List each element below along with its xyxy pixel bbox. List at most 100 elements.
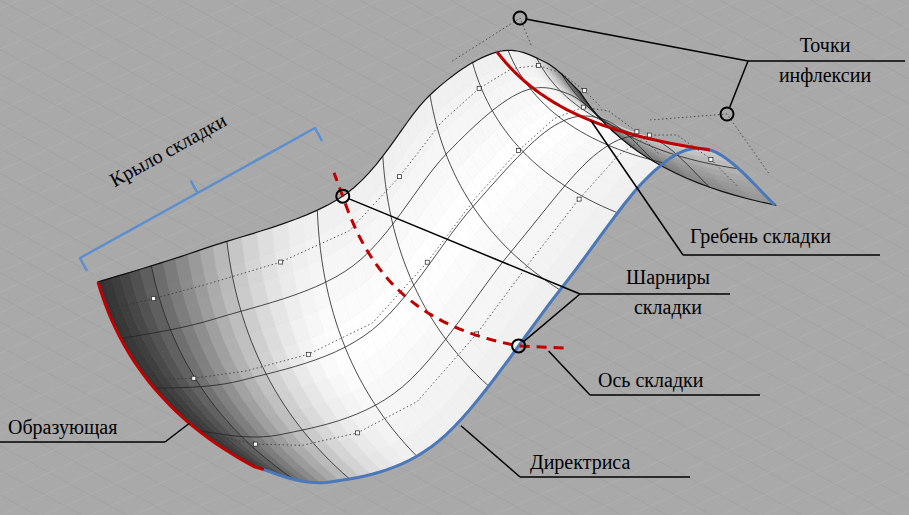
- grid-line: [90, 0, 909, 515]
- leader-line: [520, 476, 690, 478]
- control-point: [279, 260, 283, 264]
- directrix-curve: [263, 148, 775, 482]
- leader-line: [524, 294, 580, 341]
- grid-line: [45, 0, 909, 515]
- label-wrap: Крыло складки: [105, 108, 230, 192]
- wing-bracket: [80, 128, 322, 271]
- leader-line: [591, 121, 683, 255]
- control-point: [581, 105, 585, 109]
- control-point: [152, 297, 156, 301]
- marker-circle: [721, 108, 734, 121]
- control-point: [635, 130, 639, 134]
- control-point: [477, 86, 481, 90]
- grid-line: [90, 0, 909, 515]
- leader-line: [349, 199, 580, 294]
- leader-line: [683, 254, 880, 256]
- control-point: [648, 133, 652, 137]
- grid-line: [0, 0, 570, 515]
- grid-line: [900, 0, 909, 515]
- control-polygon: [158, 107, 659, 379]
- control-point: [516, 149, 520, 153]
- part-label: Директриса: [530, 450, 630, 474]
- leader-line: [730, 61, 748, 107]
- leader-line: [748, 60, 905, 62]
- label-wrap: Гребень складки: [690, 224, 831, 248]
- grid-line: [720, 0, 909, 515]
- grid-line: [765, 0, 909, 515]
- grid-line: [0, 0, 775, 515]
- grid-line: [0, 0, 615, 515]
- control-point: [537, 63, 541, 67]
- grid-line: [585, 0, 909, 515]
- grid-line: [180, 0, 909, 515]
- grid-line: [675, 0, 909, 515]
- marker-circle: [512, 339, 525, 352]
- grid-line: [225, 0, 909, 515]
- grid-line: [0, 0, 480, 515]
- grid-line: [765, 0, 909, 515]
- isoparm-line: [508, 50, 664, 163]
- grid-line: [675, 0, 909, 515]
- control-point: [398, 175, 402, 179]
- part-label: Образующая: [8, 415, 117, 439]
- control-point: [582, 89, 586, 93]
- grid-line: [0, 0, 705, 515]
- surface-cell: [354, 178, 366, 212]
- control-point: [192, 376, 196, 380]
- grid-line: [225, 0, 909, 515]
- leader-line: [549, 351, 590, 395]
- surface-cell: [317, 203, 332, 235]
- control-point: [577, 197, 581, 201]
- grid-line: [405, 0, 909, 515]
- label-wrap: Точки инфлексии: [765, 30, 885, 90]
- ridge-line: [497, 52, 710, 150]
- grid-line: [0, 0, 660, 515]
- grid-line: [0, 0, 235, 515]
- grid-line: [0, 0, 525, 515]
- leader-line: [165, 423, 189, 442]
- grid-line: [720, 0, 909, 515]
- label-wrap: Ось складки: [598, 368, 704, 392]
- grid-line: [0, 0, 865, 515]
- control-point: [254, 442, 258, 446]
- grid-line: [0, 0, 795, 515]
- control-point: [306, 352, 310, 356]
- part-label: Шарниры складки: [608, 262, 728, 322]
- marker-circle: [336, 190, 349, 203]
- grid-line: [0, 0, 685, 515]
- surface-outline: [98, 50, 775, 482]
- grid-line: [0, 0, 390, 515]
- label-wrap: Образующая: [8, 415, 117, 439]
- grid-line: [180, 0, 909, 515]
- leader-line: [527, 19, 748, 61]
- part-label: Ось складки: [598, 368, 704, 392]
- part-label: Гребень складки: [690, 224, 831, 248]
- isoparm-line: [430, 95, 560, 290]
- control-point: [709, 157, 713, 161]
- grid-line: [45, 0, 909, 515]
- isoparm-line: [473, 63, 618, 213]
- fold-surface: [98, 50, 775, 482]
- grid-line: [315, 0, 909, 515]
- part-label: Точки инфлексии: [765, 30, 885, 90]
- control-polygon: [113, 65, 601, 307]
- grid-line: [135, 0, 909, 515]
- grid-line: [0, 0, 750, 515]
- grid-line: [900, 0, 909, 515]
- marker-circle: [514, 12, 527, 25]
- leader-line: [0, 441, 165, 443]
- leader-line: [580, 293, 730, 295]
- grid-line: [0, 0, 505, 515]
